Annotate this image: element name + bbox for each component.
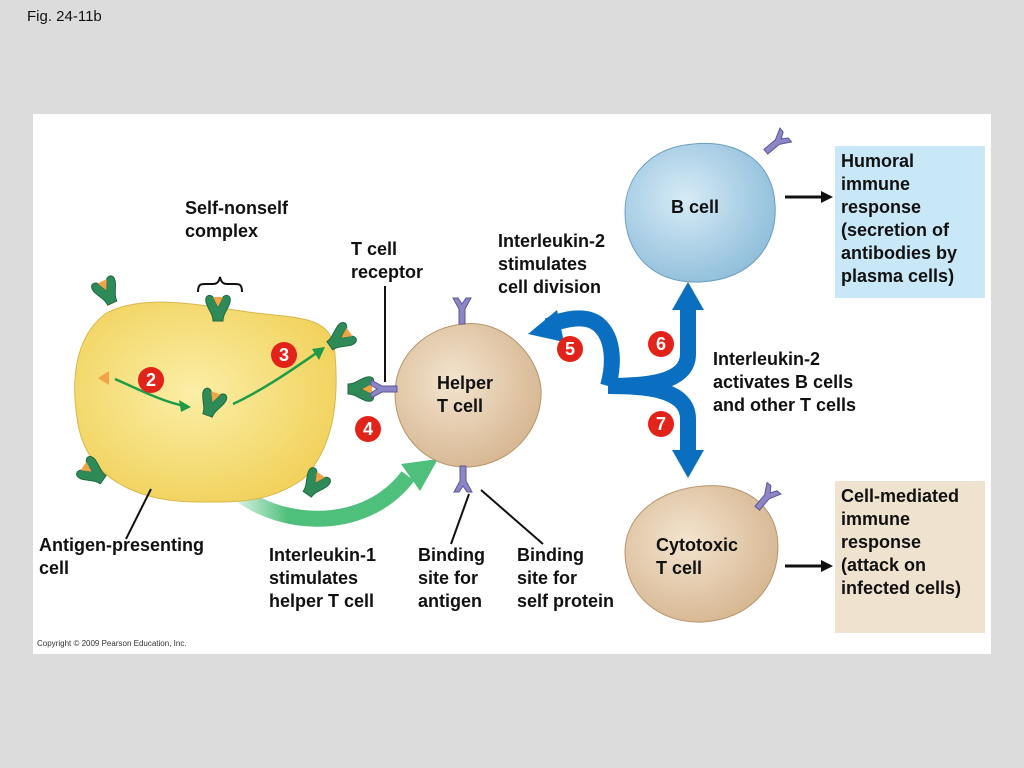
helper-t-cell [394, 323, 542, 468]
self-nonself-bracket [197, 276, 243, 293]
figure-label: Fig. 24-11b [27, 8, 102, 25]
b-cell-label: B cell [671, 197, 720, 217]
blue-arrowhead-7 [672, 450, 704, 478]
interleukin1-label: Interleukin-1 stimulates helper T cell [269, 545, 377, 611]
step-6-badge: 6 [648, 331, 674, 357]
self-nonself-complex-label: Self-nonself complex [185, 198, 289, 241]
step-2-badge: 2 [138, 367, 164, 393]
blue-arrowhead-5 [528, 310, 564, 342]
mhc-molecule [89, 274, 124, 309]
b-cell-receptor [759, 127, 793, 160]
b-cell [624, 142, 776, 283]
t-cell-receptor [370, 379, 398, 399]
step-4-badge: 4 [355, 416, 381, 442]
step-3-badge: 3 [271, 342, 297, 368]
blue-arrow-down [607, 378, 696, 452]
helper-t-cell-label: Helper T cell [437, 373, 494, 416]
t-cell-receptor-label: T cell receptor [351, 239, 424, 282]
diagram-panel: Self-nonself complex T cell receptor Int… [33, 114, 991, 654]
binding-site-antigen-label: Binding site for antigen [418, 545, 485, 611]
mhc-molecule-bound [347, 376, 375, 402]
diagram-artwork [74, 127, 833, 623]
cell-mediated-response-box: Cell-mediated immune response (attack on… [835, 481, 985, 633]
cytotoxic-t-cell [624, 485, 779, 623]
interleukin2-division-label: Interleukin-2 stimulates cell division [498, 231, 606, 297]
helper-t-receptor-bottom [453, 465, 473, 493]
green-arrow-internal-a [114, 377, 186, 408]
antigen-fragment [98, 371, 109, 385]
step-5-badge: 5 [557, 336, 583, 362]
green-arrow-internal-b [232, 350, 319, 406]
interleukin2-activates-label: Interleukin-2 activates B cells and othe… [713, 349, 857, 415]
step-7-badge: 7 [648, 411, 674, 437]
green-arrowhead-il1 [401, 459, 438, 491]
cytotoxic-t-cell-label: Cytotoxic T cell [656, 535, 739, 578]
blue-arrowhead-6 [672, 282, 704, 310]
helper-t-receptor-top [452, 297, 472, 325]
humoral-response-box: Humoral immune response (secretion of an… [835, 146, 985, 298]
antigen-presenting-cell-label: Antigen-presenting cell [39, 535, 204, 578]
copyright-notice: Copyright © 2009 Pearson Education, Inc. [37, 639, 187, 648]
binding-site-self-protein-label: Binding site for self protein [517, 545, 615, 611]
blue-arrow-loop [544, 310, 620, 389]
